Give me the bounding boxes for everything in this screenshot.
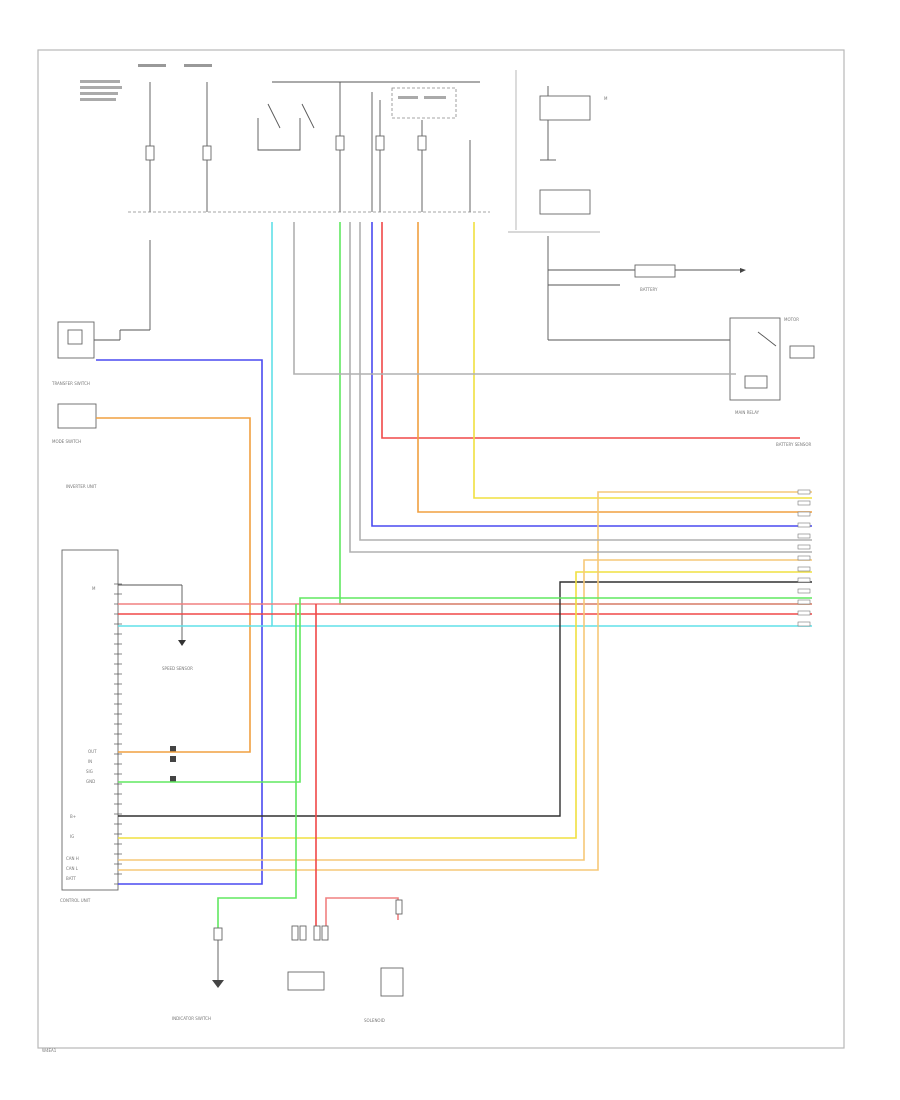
diagram-frame xyxy=(37,49,845,1049)
battery-area: BATTERY MAIN RELAY MOTOR M xyxy=(508,70,815,415)
label-connector-m: M xyxy=(604,96,608,101)
label-main-relay: MAIN RELAY xyxy=(735,410,760,415)
label-indicator-switch: INDICATOR SWITCH xyxy=(172,1016,211,1021)
label-transfer-switch: TRANSFER SWITCH xyxy=(51,381,90,386)
label-solenoid: SOLENOID xyxy=(364,1018,385,1023)
pin-label-9: BATT xyxy=(66,876,77,881)
black-wire xyxy=(118,581,812,817)
pin-label-4: GND xyxy=(86,779,95,784)
fuse-block-area xyxy=(80,64,490,213)
label-mode-switch: MODE SWITCH xyxy=(52,439,81,444)
colored-wires xyxy=(96,222,812,928)
figure-code: W4EA1 xyxy=(42,1048,57,1053)
green-wire-3 xyxy=(217,604,297,928)
connector-pin xyxy=(797,610,811,616)
pin-label-1: OUT xyxy=(88,749,97,754)
orange-wire-3 xyxy=(118,559,812,861)
connector-pin xyxy=(797,533,811,539)
red-wire-main xyxy=(381,222,800,439)
pin-label-8: CAN L xyxy=(66,866,79,871)
connector-pin xyxy=(797,566,811,572)
connector-pin xyxy=(797,588,811,594)
pin-label-3: SIG xyxy=(86,769,93,774)
label-motor: MOTOR xyxy=(784,317,799,322)
connector-pin xyxy=(797,511,811,517)
control-unit: CONTROL UNIT M OUT IN SIG GND B+ IG CAN … xyxy=(60,549,193,903)
light-blue-wire xyxy=(271,222,812,627)
label-battery-sensor: BATTERY SENSOR xyxy=(776,442,811,447)
label-battery: BATTERY xyxy=(640,287,658,292)
grey-wire-3 xyxy=(293,222,736,375)
label-inverter-unit: INVERTER UNIT xyxy=(66,484,97,489)
blue-wire-top xyxy=(96,359,263,885)
blue-wire-2 xyxy=(371,222,812,527)
connector-pin xyxy=(797,489,811,495)
right-connector-pins xyxy=(797,489,811,627)
mode-switch-box xyxy=(57,403,97,429)
left-components: TRANSFER SWITCH MODE SWITCH INVERTER UNI… xyxy=(51,240,151,489)
connector-pin xyxy=(797,599,811,605)
pink-wire-2 xyxy=(325,897,399,926)
pin-label-0: M xyxy=(92,586,96,591)
label-control-unit: CONTROL UNIT xyxy=(60,898,91,903)
grey-wire-1 xyxy=(349,222,812,553)
orange-wire-2 xyxy=(417,222,812,513)
connector-pin xyxy=(797,621,811,627)
yellow-wire-2 xyxy=(118,571,812,839)
orange-wire-4 xyxy=(118,491,812,871)
yellow-wire-1 xyxy=(473,222,812,499)
connector-pin xyxy=(797,500,811,506)
pin-label-6: IG xyxy=(70,834,74,839)
connector-pin xyxy=(797,522,811,528)
orange-wire-mode xyxy=(96,417,251,753)
connector-pin xyxy=(797,544,811,550)
connector-pin xyxy=(797,577,811,583)
connector-pin xyxy=(797,555,811,561)
pin-label-2: IN xyxy=(88,759,92,764)
grey-wire-2 xyxy=(359,222,812,541)
label-speed-sensor: SPEED SENSOR xyxy=(162,666,193,671)
pin-label-5: B+ xyxy=(70,814,76,819)
pin-label-7: CAN H xyxy=(66,856,79,861)
bottom-components: INDICATOR SWITCH SOLENOID xyxy=(172,899,404,1023)
control-unit-box xyxy=(61,549,119,891)
green-wire-2 xyxy=(118,597,812,783)
